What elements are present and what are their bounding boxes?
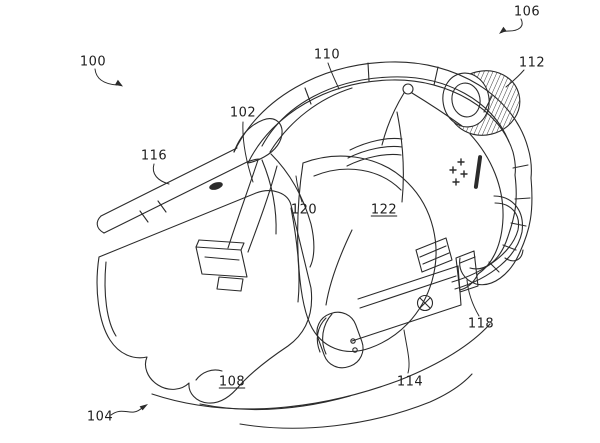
visor-housing [96, 147, 313, 404]
arrowhead-106 [499, 26, 507, 34]
top-strap [233, 61, 532, 179]
leader-118 [466, 279, 480, 317]
ref-numeral-102: 102 [229, 105, 257, 121]
ref-numeral-100: 100 [79, 54, 107, 70]
bottom-shell [151, 323, 491, 429]
leader-112 [505, 69, 525, 88]
leader-110 [327, 62, 340, 90]
ref-numeral-110: 110 [313, 47, 341, 63]
ref-numeral-106: 106 [513, 4, 541, 20]
ref-numeral-116: 116 [140, 148, 168, 164]
leader-lines [94, 18, 525, 416]
leader-100 [94, 68, 118, 86]
indicator-marks [449, 158, 468, 186]
arrowhead-100 [114, 79, 123, 87]
front-strap-buckle [195, 153, 315, 292]
arrowhead-104 [139, 404, 148, 411]
leader-114 [403, 329, 410, 374]
leader-116 [152, 163, 170, 185]
leader-104 [110, 406, 144, 416]
ref-numeral-114: 114 [396, 374, 424, 390]
ref-numeral-120: 120 [290, 202, 318, 218]
leader-120 [295, 175, 303, 203]
rear-halo-band [451, 133, 533, 291]
side-arm [316, 237, 479, 369]
ref-numeral-118: 118 [467, 316, 495, 332]
ref-numeral-112: 112 [518, 55, 546, 71]
ref-numeral-104: 104 [86, 409, 114, 425]
ref-numeral-108: 108 [218, 374, 246, 390]
head-pad-cavity [297, 111, 483, 352]
adjustment-knob [442, 70, 521, 136]
leader-102 [242, 121, 254, 183]
ref-numeral-122: 122 [370, 202, 398, 218]
